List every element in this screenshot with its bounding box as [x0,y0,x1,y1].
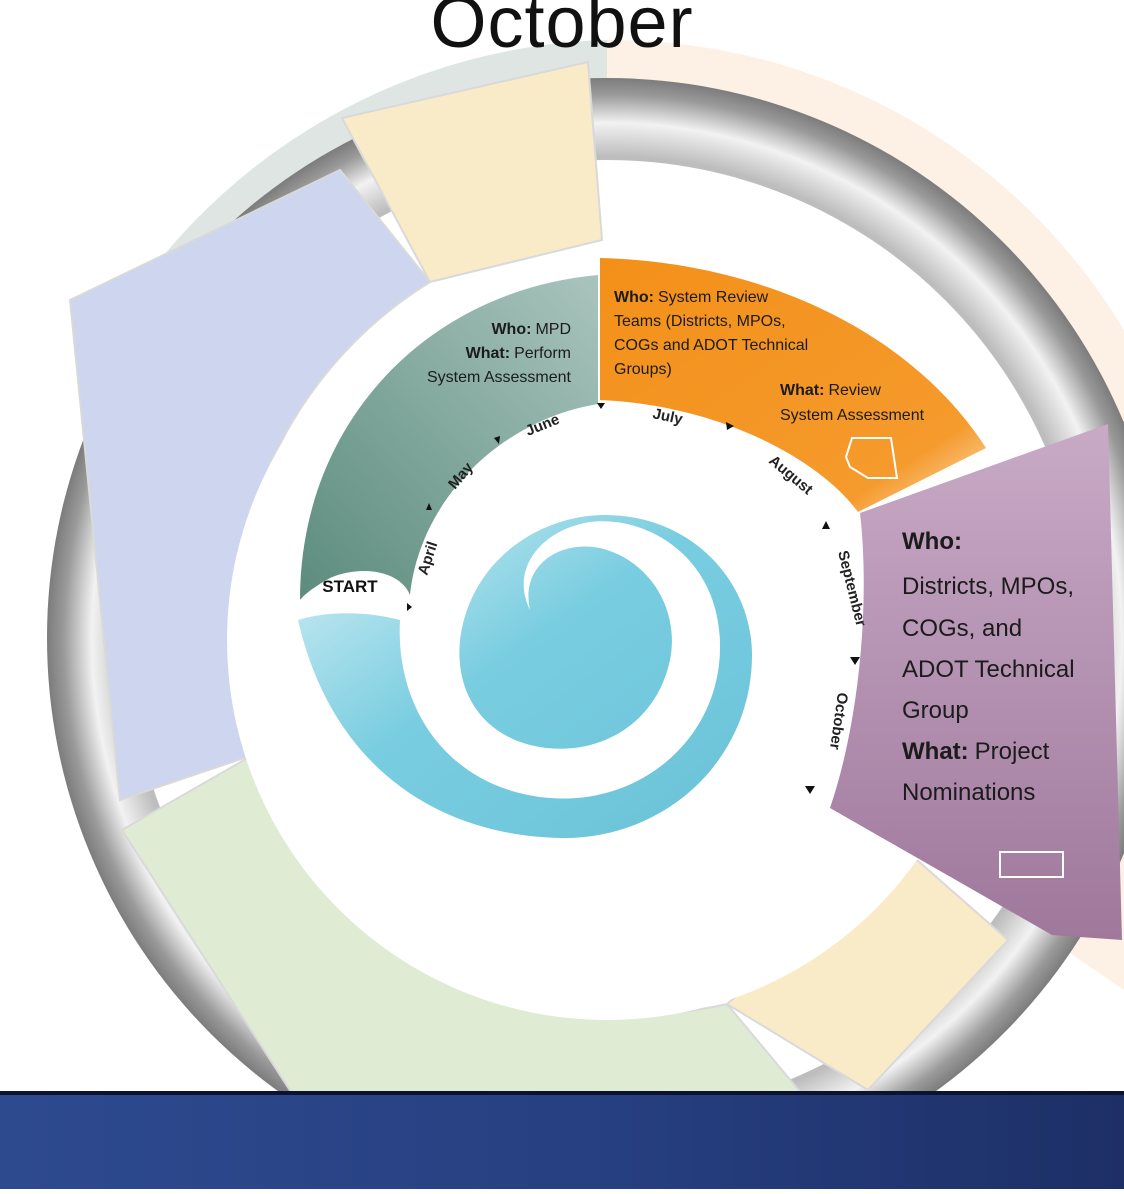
nominations-who-line-3: ADOT Technical [902,656,1075,683]
review-text: Who:System Review Teams (Districts, MPOs… [614,289,925,424]
arrow-marker [805,786,815,794]
month-label-july: July [651,405,685,428]
review-what-line-2: System Assessment [780,407,925,424]
nominations-who-line-2: COGs, and [902,615,1022,642]
arrow-marker [494,436,500,444]
arrow-marker [426,503,432,510]
nominations-who-line-1: Districts, MPOs, [902,573,1074,600]
nominations-text: Who: Districts, MPOs, COGs, and ADOT Tec… [902,528,1075,806]
mpd-text: Who:MPD What:Perform System Assessment [427,321,572,386]
arizona-map-icon [844,437,899,479]
segment-review [600,258,986,512]
nominations-what-line: What:Project [902,738,1050,765]
arrow-marker [407,603,412,611]
segment-nominations [830,424,1122,940]
rectangle-icon [999,851,1064,878]
nominations-who-line-4: Group [902,697,969,724]
nominations-who-label: Who: [902,528,962,555]
arrow-marker [850,657,860,665]
outer-block-cream-top [340,60,604,284]
review-who-line-2: Teams (Districts, MPOs, [614,313,786,330]
review-who-line-3: COGs and ADOT Technical [614,337,808,354]
start-label: START [322,577,378,596]
mpd-what-line: What:Perform [466,345,571,362]
arrow-marker [726,422,734,430]
footer-edge [0,1091,1124,1095]
nominations-what-line-2: Nominations [902,779,1035,806]
arrow-marker [597,403,605,409]
month-arrows [407,403,860,794]
spiral-arrow [298,515,752,839]
footer-bar [0,1095,1124,1189]
mpd-what-line-2: System Assessment [427,369,572,386]
page-title: October [430,0,694,63]
review-who-line: Who:System Review [614,289,769,306]
segment-mpd [300,275,598,600]
arrow-marker [822,521,830,529]
review-what-line: What:Review [780,382,881,399]
mpd-who-line: Who:MPD [491,321,571,338]
review-who-line-4: Groups) [614,361,672,378]
